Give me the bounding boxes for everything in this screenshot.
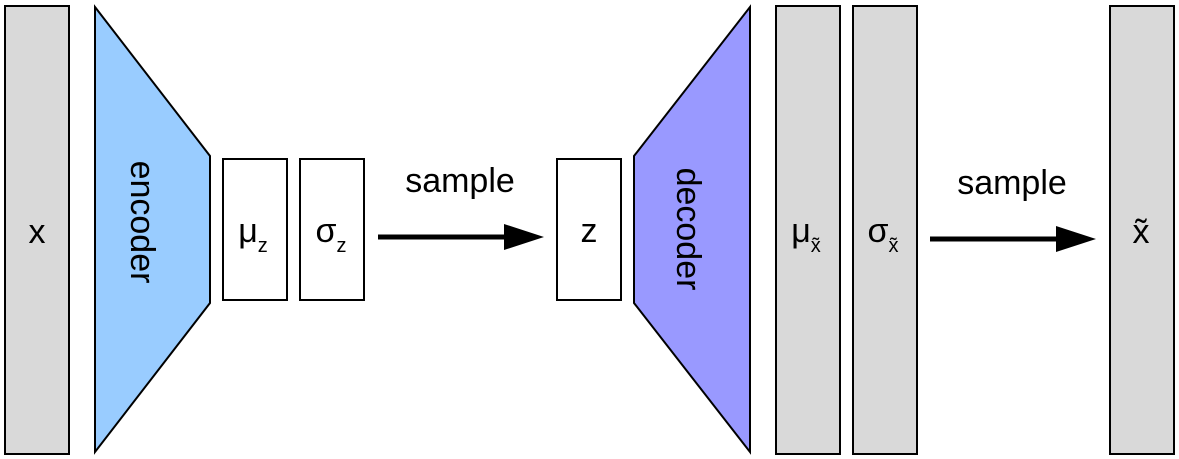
sigma-z-label: σz xyxy=(316,212,347,257)
mu-xtilde-symbol: μ xyxy=(791,212,811,250)
mu-z-box xyxy=(222,158,288,301)
input-x-box xyxy=(4,5,70,455)
sigma-xtilde-symbol: σ xyxy=(868,212,889,250)
sample-label-1: sample xyxy=(405,162,515,200)
mu-xtilde-box xyxy=(775,5,841,455)
sigma-xtilde-label: σx̃ xyxy=(868,212,899,257)
sigma-z-subscript: z xyxy=(336,235,346,257)
sample-arrow-1-head xyxy=(504,224,544,250)
mu-xtilde-label: μx̃ xyxy=(791,212,821,257)
mu-z-subscript: z xyxy=(258,235,268,257)
mu-z-label: μz xyxy=(238,212,268,257)
input-x-label: x xyxy=(29,213,46,251)
output-xtilde-box xyxy=(1109,5,1175,455)
z-box xyxy=(556,158,622,301)
output-xtilde-label: x̃ xyxy=(1133,213,1150,251)
mu-z-symbol: μ xyxy=(238,212,258,250)
decoder-label: decoder xyxy=(669,168,707,291)
encoder-trapezoid xyxy=(94,4,211,455)
z-label: z xyxy=(581,212,598,250)
decoder-trapezoid xyxy=(633,4,751,455)
sigma-z-symbol: σ xyxy=(316,212,337,250)
sigma-z-box xyxy=(299,158,365,301)
mu-xtilde-subscript: x̃ xyxy=(811,235,821,257)
sigma-xtilde-box xyxy=(852,5,918,455)
sigma-xtilde-subscript: x̃ xyxy=(888,235,898,257)
sample-label-2: sample xyxy=(957,164,1067,202)
sample-arrow-2-head xyxy=(1056,226,1096,252)
encoder-label: encoder xyxy=(123,161,161,284)
